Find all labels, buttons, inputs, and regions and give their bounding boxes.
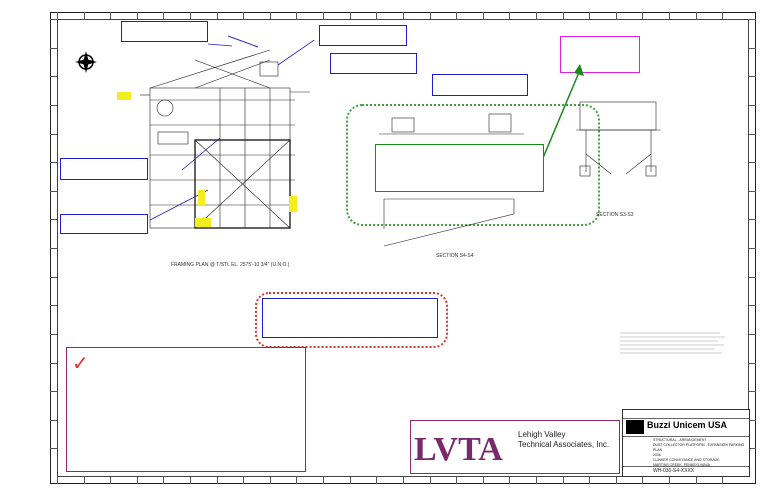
- highlight-marker: [195, 218, 211, 227]
- annotation-box[interactable]: [319, 25, 407, 46]
- annotation-box[interactable]: [262, 298, 438, 338]
- framing-plan-title: FRAMING PLAN @ T/STL EL. 2575'-10 3/4" (…: [171, 262, 290, 268]
- title-row: DUST COLLECTOR PLATFORM - EXPANSION PARK…: [653, 443, 745, 452]
- title-row: CLINKER CONVEYANCE AND STORAGE: [653, 458, 720, 462]
- client-name: Buzzi Unicem USA: [647, 420, 728, 430]
- drawing-number: WH-030-S4-XXXX: [653, 468, 695, 474]
- annotation-box[interactable]: [432, 74, 528, 96]
- top-grid-ruler: [57, 12, 749, 19]
- check-mark-icon: ✓: [72, 353, 89, 375]
- section-s3-drawing: [576, 101, 661, 177]
- highlight-marker: [117, 92, 131, 100]
- north-arrow-icon: [75, 51, 97, 73]
- lvta-logo: LVTA: [414, 431, 503, 468]
- title-row: STRUCTURAL - ARRANGEMENT: [653, 438, 707, 442]
- framing-plan-drawing: [140, 40, 315, 229]
- company-logo-box: [410, 420, 620, 474]
- highlight-marker: [198, 190, 205, 206]
- green-arrow: [539, 64, 584, 166]
- drawing-inner-border: [57, 19, 749, 477]
- right-grid-ruler: [749, 19, 756, 477]
- annotation-box-magenta[interactable]: [560, 36, 640, 73]
- company-name-line-1: Lehigh Valley: [518, 430, 566, 439]
- title-row: 2006: [653, 453, 661, 457]
- bottom-grid-ruler: [57, 477, 749, 484]
- annotation-box[interactable]: [330, 53, 417, 74]
- company-name-line-2: Technical Associates, Inc.: [518, 440, 610, 449]
- annotation-box[interactable]: [60, 158, 148, 180]
- highlight-marker: [289, 196, 297, 212]
- annotation-box-green[interactable]: [375, 144, 544, 192]
- client-logo-icon: [626, 420, 644, 434]
- revision-cloud-green: [346, 104, 600, 226]
- section-s4-title: SECTION S4-S4: [436, 253, 474, 259]
- title-block-rows: STRUCTURAL - ARRANGEMENT DUST COLLECTOR …: [653, 438, 749, 468]
- title-block: Buzzi Unicem USA STRUCTURAL - ARRANGEMEN…: [622, 409, 750, 477]
- left-grid-ruler: [50, 19, 57, 477]
- title-row: MARTINS CREEK, PENNSYLVANIA: [653, 463, 710, 467]
- comment-box[interactable]: [66, 347, 306, 472]
- notes-block: [620, 332, 725, 354]
- annotation-box[interactable]: [60, 214, 148, 234]
- svg-text:LVTA: LVTA: [414, 431, 503, 468]
- blue-arrow: [228, 35, 259, 48]
- annotation-box[interactable]: [121, 21, 208, 42]
- section-s4-drawing: [379, 113, 524, 247]
- revision-cloud-red: [255, 292, 448, 348]
- section-s3-title: SECTION S3-S3: [596, 212, 634, 218]
- company-name: Lehigh Valley Technical Associates, Inc.: [518, 430, 609, 450]
